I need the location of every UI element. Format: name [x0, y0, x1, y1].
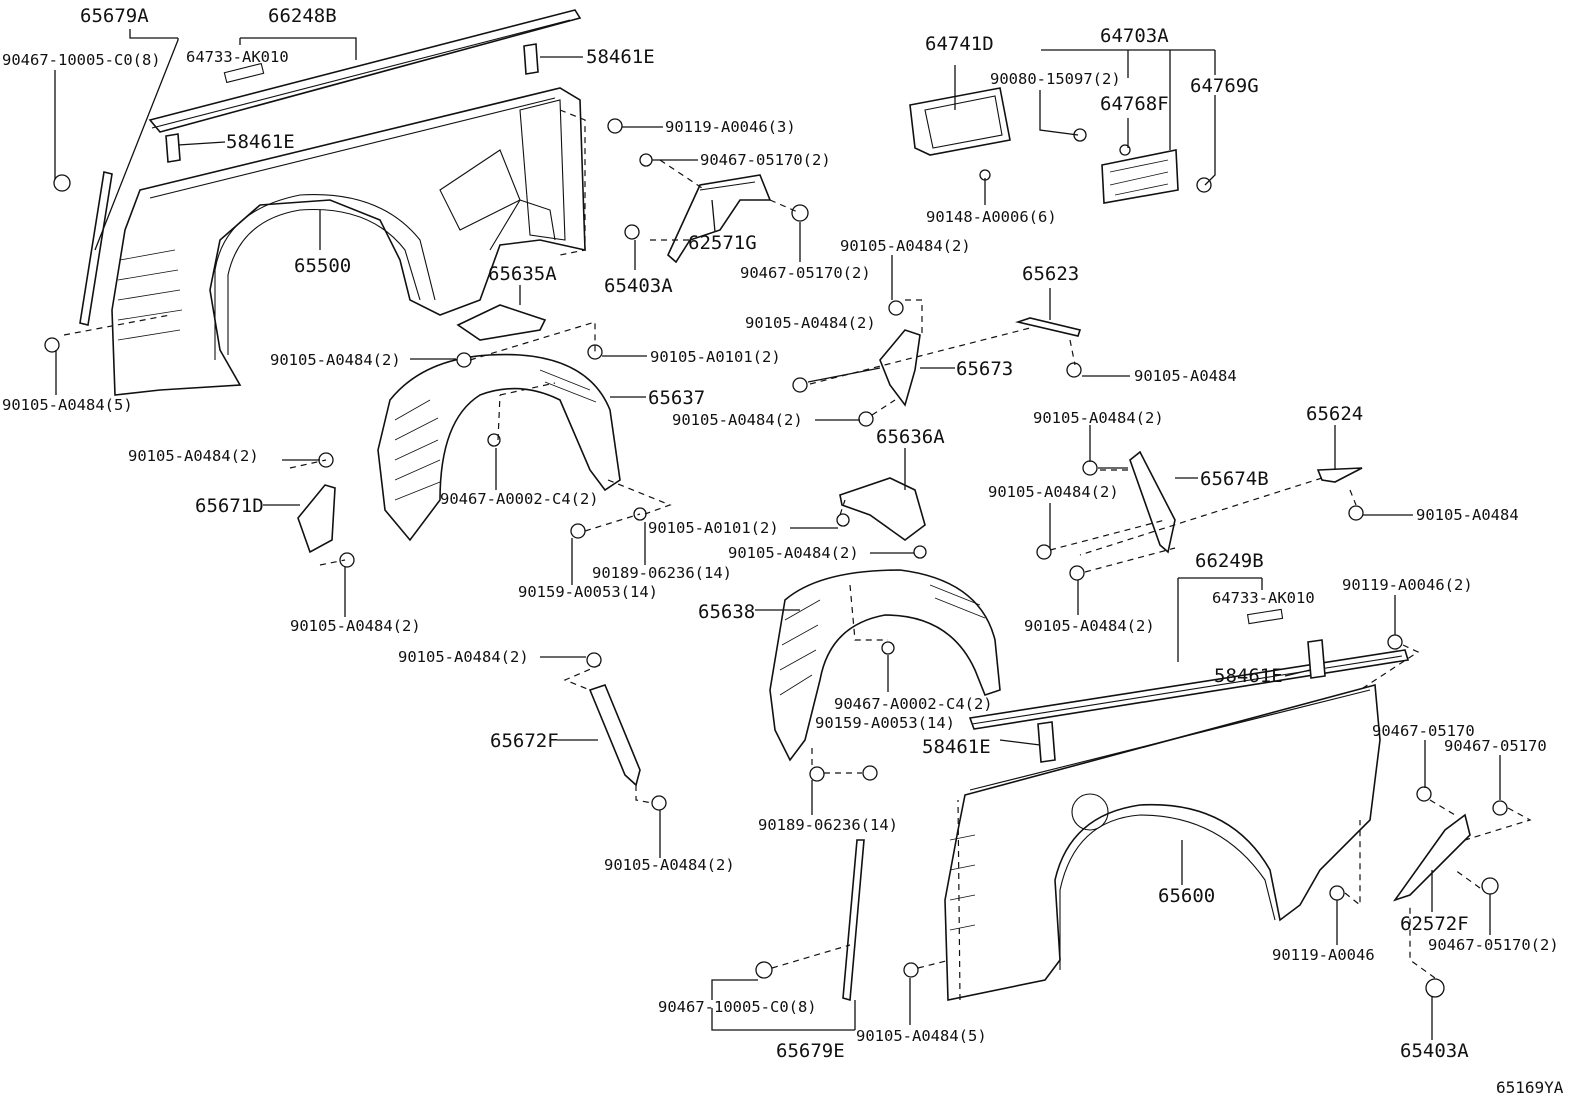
label-65638: 65638	[698, 601, 755, 623]
label-65623: 65623	[1022, 263, 1079, 285]
part-64703A-latch-plate	[979, 128, 1212, 204]
label-66248B: 66248B	[268, 5, 337, 27]
label-90105-A0484-2-g: 90105-A0484(2)	[1033, 409, 1164, 427]
label-90105-A0101-2-a: 90105-A0101(2)	[650, 348, 781, 366]
part-65624-bracket	[1316, 467, 1363, 483]
label-90080: 90080-15097(2)	[990, 70, 1121, 88]
part-66248B-rail-cap-left	[148, 9, 582, 133]
part-65672F-bracket	[588, 684, 641, 787]
part-65674B-bracket	[1129, 450, 1176, 554]
label-90467-05170-2-c: 90467-05170(2)	[1428, 936, 1559, 954]
label-90467-05170-a: 90467-05170	[1372, 722, 1475, 740]
label-58461E-c: 58461E	[1214, 665, 1283, 687]
part-62572F-bracket	[1392, 813, 1471, 902]
part-58461E-clip-lower	[1037, 639, 1326, 763]
label-90105-A0484-r2: 90105-A0484	[1416, 506, 1519, 524]
label-64769G: 64769G	[1190, 75, 1259, 97]
label-65671D: 65671D	[195, 495, 264, 517]
part-65635A-plate	[456, 304, 547, 341]
part-labels: 65679A 66248B 90467-10005-C0(8) 64733-AK…	[2, 5, 1564, 1097]
label-65672F: 65672F	[490, 730, 559, 752]
label-90467-A0002-b: 90467-A0002-C4(2)	[834, 695, 993, 713]
label-64768F: 64768F	[1100, 93, 1169, 115]
label-62572F: 62572F	[1400, 913, 1469, 935]
label-90105-A0484-2-e: 90105-A0484(2)	[128, 447, 259, 465]
label-65636A: 65636A	[876, 426, 945, 448]
label-64741D: 64741D	[925, 33, 994, 55]
fasteners-misc	[318, 300, 1508, 998]
label-65679E: 65679E	[776, 1040, 845, 1062]
label-65674B: 65674B	[1200, 468, 1269, 490]
figure-code: 65169YA	[1496, 1078, 1564, 1097]
part-65636A-plate	[839, 477, 926, 541]
label-58461E-b: 58461E	[226, 131, 295, 153]
part-64741D-handle-housing	[909, 87, 1011, 156]
label-65635A: 65635A	[488, 263, 557, 285]
label-90467-A0002-a: 90467-A0002-C4(2)	[440, 490, 599, 508]
label-90105-A0484-5-top: 90105-A0484(5)	[2, 396, 133, 414]
label-90467-05170-2-a: 90467-05170(2)	[700, 151, 831, 169]
label-90467-10005-top: 90467-10005-C0(8)	[2, 51, 161, 69]
label-90105-A0484-5-bot: 90105-A0484(5)	[856, 1027, 987, 1045]
label-90105-A0101-2-b: 90105-A0101(2)	[648, 519, 779, 537]
part-65637-wheel-liner-left	[377, 353, 621, 542]
label-65673: 65673	[956, 358, 1013, 380]
label-64733-bot: 64733-AK010	[1212, 589, 1315, 607]
leader-lines	[54, 29, 1501, 1040]
label-65637: 65637	[648, 387, 705, 409]
label-65600: 65600	[1158, 885, 1215, 907]
label-90105-A0484-2-f: 90105-A0484(2)	[728, 544, 859, 562]
label-65403A-bot: 65403A	[1400, 1040, 1469, 1062]
label-64703A: 64703A	[1100, 25, 1169, 47]
label-65624: 65624	[1306, 403, 1363, 425]
label-90189-b: 90189-06236(14)	[758, 816, 898, 834]
label-90105-A0484-2-d: 90105-A0484(2)	[672, 411, 803, 429]
label-90105-A0484-r1: 90105-A0484	[1134, 367, 1237, 385]
label-90467-10005-bot: 90467-10005-C0(8)	[658, 998, 817, 1016]
label-65403A-top: 65403A	[604, 275, 673, 297]
label-90105-A0484-2-i: 90105-A0484(2)	[1024, 617, 1155, 635]
label-58461E-d: 58461E	[922, 736, 991, 758]
part-58461E-clip-upper	[165, 43, 539, 163]
label-90105-A0484-2-j: 90105-A0484(2)	[290, 617, 421, 635]
label-90189-a: 90189-06236(14)	[592, 564, 732, 582]
part-65673-bracket	[879, 329, 921, 407]
part-65623-strap	[1015, 317, 1082, 337]
part-66249B-rail-cap-right	[968, 608, 1410, 730]
part-65638-wheel-liner-right	[769, 569, 1001, 762]
label-90467-05170-b: 90467-05170	[1444, 737, 1547, 755]
label-90105-A0484-2-c: 90105-A0484(2)	[745, 314, 876, 332]
label-90105-A0484-2-a: 90105-A0484(2)	[270, 351, 401, 369]
label-90148: 90148-A0006(6)	[926, 208, 1057, 226]
label-62571G: 62571G	[688, 232, 757, 254]
label-65679A: 65679A	[80, 5, 149, 27]
label-90159-a: 90159-A0053(14)	[518, 583, 658, 601]
label-90159-b: 90159-A0053(14)	[815, 714, 955, 732]
part-65500-rear-side-panel-left	[111, 87, 586, 396]
label-64733-top: 64733-AK010	[186, 48, 289, 66]
label-65500: 65500	[294, 255, 351, 277]
part-62571G-bracket	[667, 174, 772, 264]
label-58461E-a: 58461E	[586, 46, 655, 68]
label-90105-A0484-2-l: 90105-A0484(2)	[604, 856, 735, 874]
label-90119-A0046: 90119-A0046	[1272, 946, 1375, 964]
label-90105-A0484-2-h: 90105-A0484(2)	[988, 483, 1119, 501]
label-90119-A0046-2: 90119-A0046(2)	[1342, 576, 1473, 594]
label-66249B: 66249B	[1195, 550, 1264, 572]
dashed-alignment-lines	[63, 109, 1532, 1001]
part-65600-rear-side-panel-right	[944, 683, 1381, 1001]
label-90105-A0484-2-b: 90105-A0484(2)	[840, 237, 971, 255]
label-90105-A0484-2-k: 90105-A0484(2)	[398, 648, 529, 666]
label-90467-05170-2-b: 90467-05170(2)	[740, 264, 871, 282]
label-90119-A0046-3: 90119-A0046(3)	[665, 118, 796, 136]
part-65679E-seal-strip	[842, 839, 865, 1002]
part-65671D-bracket	[297, 484, 336, 554]
